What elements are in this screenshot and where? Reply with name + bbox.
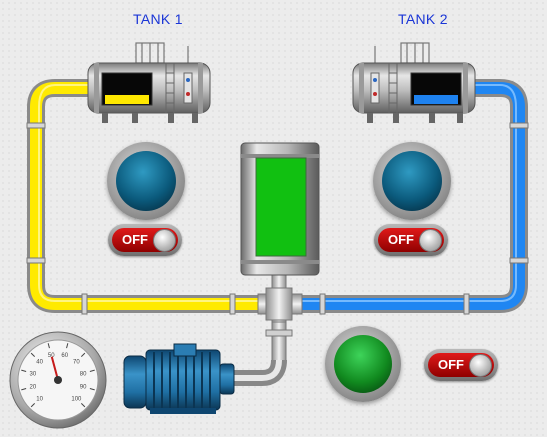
tank1-pipe: [30, 82, 262, 310]
tank1-switch-label: OFF: [122, 232, 148, 247]
gauge-tick-mark: [89, 388, 95, 391]
gauge-tick-label: 80: [80, 371, 87, 377]
gauge-tick-mark: [80, 402, 86, 408]
gauge-tick-mark: [80, 352, 86, 358]
tank1-level: [105, 95, 149, 104]
gauge-hub: [54, 376, 62, 384]
gauge-tick-mark: [89, 369, 95, 372]
gauge-tick-label: 60: [61, 353, 68, 359]
tank2-level: [414, 95, 458, 104]
gauge-needle: [50, 356, 59, 381]
gauge-tick-mark: [47, 343, 50, 349]
pump-switch-label: OFF: [438, 357, 464, 372]
tank2-switch-knob[interactable]: [419, 229, 442, 252]
gauge-tick-label: 90: [80, 385, 87, 391]
pump-indicator-lamp: [325, 326, 401, 402]
tank2-title: TANK 2: [398, 11, 448, 27]
pump-switch-knob[interactable]: [469, 354, 492, 377]
gauge-tick-mark: [21, 369, 27, 372]
pump-motor: [123, 343, 235, 414]
gauge-tick-label: 50: [48, 353, 55, 359]
mixing-tank-level: [255, 157, 307, 257]
gauge-tick-label: 10: [36, 396, 43, 402]
tank2-indicator-lamp: [373, 142, 451, 220]
tank2-vessel: [352, 42, 476, 123]
gauge-tick-label: 20: [30, 385, 37, 391]
tank1-indicator-lamp: [107, 142, 185, 220]
tank1-vessel: [87, 42, 211, 123]
gauge-tick-mark: [30, 352, 36, 358]
tank1-switch[interactable]: OFF: [108, 224, 182, 256]
gauge-tick-label: 70: [73, 360, 80, 366]
tank2-pipe: [300, 82, 525, 310]
gauge-tick-mark: [21, 388, 27, 391]
gauge-tick-label: 100: [71, 396, 82, 402]
gauge-tick-label: 40: [36, 360, 43, 366]
gauge-tick-mark: [66, 343, 69, 349]
tank1-title: TANK 1: [133, 11, 183, 27]
gauge-tick-mark: [30, 402, 36, 408]
gauge-tick-label: 30: [30, 371, 37, 377]
mixing-tank: [240, 142, 320, 276]
pump-switch[interactable]: OFF: [424, 349, 498, 381]
tank2-switch[interactable]: OFF: [374, 224, 448, 256]
tank1-switch-knob[interactable]: [153, 229, 176, 252]
tank2-switch-label: OFF: [388, 232, 414, 247]
